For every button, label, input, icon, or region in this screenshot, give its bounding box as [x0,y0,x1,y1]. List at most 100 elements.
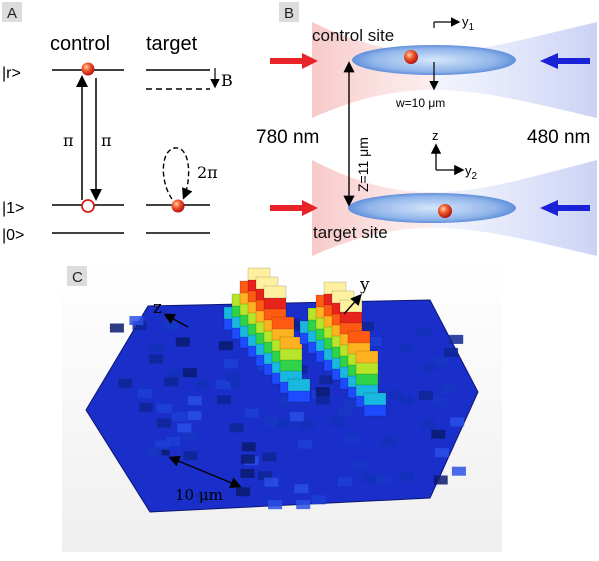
panel-b-tag: B [284,5,294,22]
surface-tile [399,472,414,482]
surface-tile [441,384,456,394]
control-peak-block [263,296,287,310]
surface-tile [177,423,192,433]
control-trap-ellipse [352,45,516,75]
surface-tile [155,440,170,450]
surface-tile [217,395,231,405]
surface-tile [294,484,309,494]
surface-tile [417,327,432,337]
surface-tile [344,399,358,409]
surface-tile [300,419,315,429]
state-r-label: |r> [2,65,21,82]
red-beam-arrow-top [270,53,318,69]
surface-tile [118,378,133,388]
panel-a-tag: A [7,5,17,22]
control-atom-ground-empty [81,199,95,213]
z-axis-arrow-3d [163,313,189,328]
surface-tile [418,391,433,400]
surface-tile [109,323,124,333]
target-site-atom [438,204,452,218]
surface-tile [164,377,179,387]
surface-tile [240,469,255,478]
surface-tile [433,475,448,485]
surface-tile [399,344,413,353]
surface-tile [167,369,182,379]
surface-tile [183,451,198,461]
surface-tile [433,357,448,367]
surface-tile [182,431,197,441]
surface-tile [137,388,152,398]
surface-tile [311,495,326,505]
surface-tile [187,411,202,421]
surface-tile [353,461,367,471]
target-peak-block [339,310,363,324]
target-site-label: target site [313,223,388,242]
surface-tile [451,466,466,476]
blue-beam-profile-top [434,22,597,118]
panel-c-tag-box [67,266,87,286]
control-peak-block [287,389,311,403]
surface-tile [276,418,291,428]
two-pi-loop [162,147,193,200]
surface-tile [175,337,190,347]
panel-c-tag: C [72,269,83,286]
surface-tile [315,387,330,397]
surface-tile [132,321,147,331]
surface-tile [229,423,244,433]
surface-tile [330,417,345,427]
control-peak-block [279,358,303,372]
two-pi-label: 2π [197,163,218,182]
panel-a: A control target |r> |1> |0> B π π 2π [2,2,233,244]
surface-tile [289,412,304,422]
waist-label: w=10 μm [395,96,445,110]
control-peak-block [287,378,311,392]
surface-tile [264,417,279,427]
target-peak-block [355,361,379,375]
state-0-label: |0> [2,227,24,244]
surface-tile [381,436,396,446]
surface-tile [224,359,238,369]
surface-tile [156,403,171,413]
separation-label: Z=11 μm [355,137,371,192]
panel-b-tag-box [279,2,299,22]
surface-tile [236,487,250,497]
surface-tile [187,396,202,406]
surface-tile [280,396,295,406]
surface-tile [241,442,256,452]
surface-tile [262,452,277,462]
target-peak-block [355,372,379,386]
surface-tile [296,500,311,510]
y-axis-label-3d: y [359,275,370,295]
surface-tile [316,395,331,405]
surface-tile [449,334,464,344]
control-peak-block [271,316,295,330]
surface-tile [337,477,352,487]
surface-outline [85,299,479,513]
surface-tile [431,429,446,439]
surface-tile [298,439,313,449]
y1-label: y1 [462,14,475,33]
surface-tile [432,397,447,407]
surface-tiles [109,316,466,510]
y2-label: y2 [465,163,478,182]
surface-tile [264,477,279,487]
y1-label-sub: 1 [469,22,475,33]
surface-tile [226,378,241,388]
surface-tile [129,316,144,325]
scale-bar-label: 10 μm [175,486,223,504]
target-peak-block [363,403,387,417]
surface-tile [345,434,360,444]
target-column-label: target [146,33,198,55]
surface-tile [240,454,255,464]
surface-tile [196,493,210,503]
target-atom [171,199,185,213]
surface-tile [398,395,413,405]
state-1-label: |1> [2,200,24,217]
control-site-label: control site [312,26,394,45]
surface-tile [166,436,181,446]
pi-up-label: π [63,131,74,150]
target-peak-block [363,392,387,406]
control-atom-rydberg [81,62,95,76]
surface-tile [156,418,171,428]
surface-tile [216,379,231,389]
